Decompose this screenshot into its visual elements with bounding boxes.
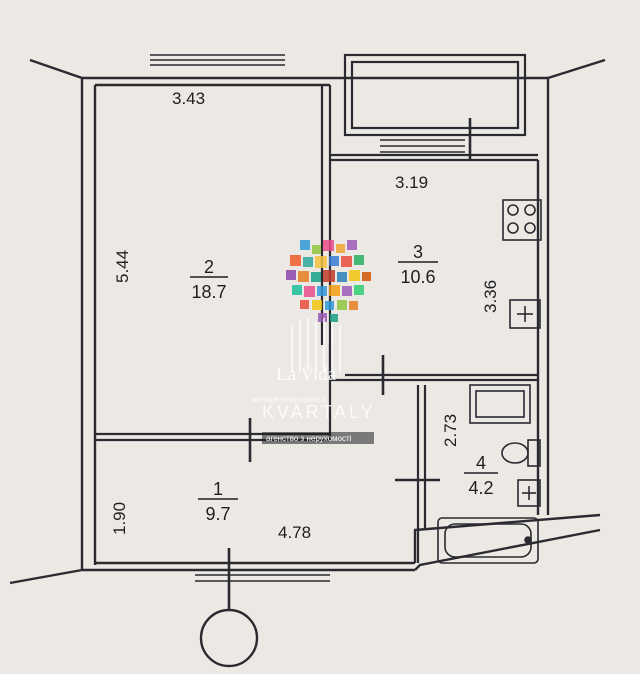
watermark-brand: La Vida [276,364,337,385]
doors [227,118,472,610]
room-1-number: 1 [213,479,223,499]
kitchen-sink-icon [509,299,541,329]
watermark-brand-sub: агенція нерухомості [252,395,326,404]
windows [150,54,465,582]
washer-icon [469,384,531,424]
stove-icon [502,199,542,241]
washbasin-icon [517,479,541,507]
room-2-area: 18.7 [191,282,226,302]
watermark-building-lines [291,318,341,372]
watermark: La Vida агенція нерухомості KVARTALY аге… [252,240,376,444]
dimension-room1-height: 1.90 [110,502,129,535]
room-2-label: 2 18.7 [190,257,228,302]
dimension-room4-height: 2.73 [441,414,460,447]
bathtub-icon [437,517,539,564]
room-4-area: 4.2 [468,478,493,498]
entry-column [199,608,259,668]
watermark-logo-mosaic [286,240,371,322]
room-1-area: 9.7 [205,504,230,524]
room-3-number: 3 [413,242,423,262]
room-3-area: 10.6 [400,267,435,287]
toilet-icon [501,439,541,467]
room-2-number: 2 [204,257,214,277]
room-4-label: 4 4.2 [464,453,498,498]
watermark-tagline: агенство з нерухомості [266,434,352,443]
outer-walls [9,58,606,585]
room-4-number: 4 [476,453,486,473]
dimension-room3-width: 3.19 [395,173,428,192]
dimension-room2-width: 3.43 [172,89,205,108]
dimension-room1-width: 4.78 [278,523,311,542]
dimension-room2-height: 5.44 [113,250,132,283]
room-1-label: 1 9.7 [198,479,238,524]
balcony [343,53,527,137]
room-3-label: 3 10.6 [398,242,438,287]
watermark-name: KVARTALY [262,402,376,422]
dimension-room3-height: 3.36 [481,280,500,313]
